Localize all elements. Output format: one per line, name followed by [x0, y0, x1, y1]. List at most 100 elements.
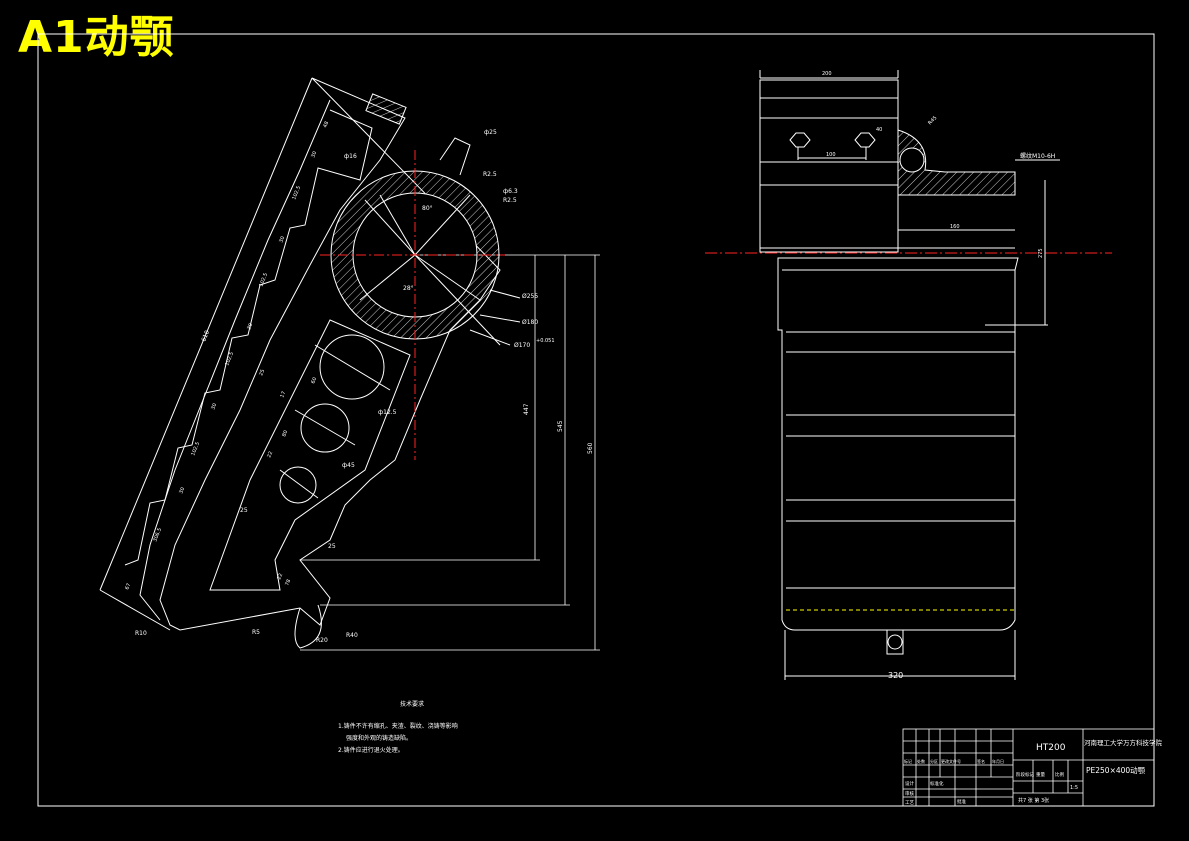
note-line-3: 2.铸件应进行退火处理。 — [338, 746, 404, 754]
dim-25b: 25 — [240, 507, 248, 514]
rib-cavity — [209, 319, 411, 591]
bearing-radials — [359, 194, 501, 346]
left-dim-11: 67 — [124, 583, 132, 591]
tb-row1-1: 处数 — [917, 758, 925, 764]
hole-1 — [319, 334, 385, 400]
rib-dim-5: 22 — [276, 573, 284, 581]
tb-row1-5: 年月日 — [992, 758, 1004, 764]
dim-r20: R20 — [316, 637, 328, 644]
tooth-steps — [124, 109, 373, 566]
dim-a80: 80° — [422, 205, 433, 212]
tb-part-name: PE250×400动颚 — [1086, 765, 1146, 775]
dim-thread: 螺纹M10-6H — [1020, 152, 1055, 160]
dim-phi45: ф45 — [342, 462, 355, 469]
dim-phi125: ф12.5 — [378, 409, 397, 416]
rib-dim-0: 25 — [258, 369, 266, 377]
left-dim-1: 30 — [310, 151, 318, 159]
boss-hole — [899, 147, 925, 173]
dim-a28: 28° — [403, 285, 414, 292]
left-dim-2: 102.5 — [291, 185, 302, 201]
dim-25a: 25 — [328, 543, 336, 550]
dim-r25a: R2.5 — [483, 171, 497, 178]
left-dim-4: 102.5 — [258, 272, 269, 288]
dim-r5: R5 — [252, 629, 260, 636]
dim-r10: R10 — [135, 630, 147, 637]
left-dim-3: 30 — [278, 236, 286, 244]
side-view — [99, 77, 600, 651]
jaw-back-edge — [99, 77, 313, 591]
tb-row-labels: 标记处数分区更改文件号签名年月日 — [904, 758, 1004, 764]
tb-scale-label: 比例 — [1055, 771, 1064, 778]
tb-approve: 批准 — [957, 798, 966, 805]
dim-phi16: ф16 — [344, 153, 357, 160]
tb-weight: 重量 — [1036, 771, 1045, 778]
top-block — [759, 79, 899, 253]
tb-row1-3: 更改文件号 — [941, 758, 961, 764]
dim-phi180: Ø180 — [522, 319, 538, 326]
dim-r25b: R2.5 — [503, 197, 517, 204]
left-dim-0: 48 — [322, 121, 330, 129]
title-block-text: HT200 河南理工大学万方科技学院 PE250×400动颚 1:5 共7 张 … — [930, 738, 1163, 805]
dim-r40: R40 — [346, 632, 358, 639]
notes-heading: 技术要求 — [400, 700, 424, 708]
sheet-title: A1动颚 — [18, 12, 175, 63]
dim-w320: 320 — [888, 671, 903, 680]
tb-row1-4: 签名 — [977, 758, 985, 764]
left-dim-5: 30 — [246, 323, 254, 331]
tb-material: HT200 — [1036, 743, 1066, 753]
dim-40: 40 — [876, 127, 882, 133]
dim-275: 275 — [1038, 248, 1044, 258]
tb-row2-0: 设计 — [905, 780, 914, 787]
dim-phi170-tol: +0.051 — [536, 338, 555, 344]
tb-school: 河南理工大学万方科技学院 — [1084, 738, 1163, 747]
rib-dim-1: 17 — [279, 391, 287, 399]
technical-notes: 技术要求 1.铸件不许有缩孔、夹渣、裂纹、浇铸等影响 强度和外观的铸造缺陷。 2… — [338, 700, 458, 754]
bolt-hole-2 — [854, 132, 876, 148]
sheet-border — [37, 33, 1155, 807]
dim-phi63: ф6.3 — [503, 188, 518, 195]
left-dim-10: 306.5 — [152, 527, 163, 543]
jaw-bottom-edge — [99, 589, 171, 631]
rib-dim-6: 78 — [284, 579, 292, 587]
left-dim-9: 30 — [178, 487, 186, 495]
left-dim-labels: 48 30 102.5 30 102.5 30 102.5 30 102.5 30 306.5 67 — [124, 121, 330, 591]
left-dim-7: 30 — [210, 403, 218, 411]
rib-dim-3: 22 — [266, 451, 274, 459]
tb-scale: 1:5 — [1070, 785, 1078, 791]
tb-row1-0: 标记 — [904, 758, 912, 764]
left-dim-6: 102.5 — [224, 351, 235, 367]
front-dim-text: 200 100 40 R45 螺纹M10-6H 160 275 320 — [822, 71, 1055, 680]
tb-sheet-info: 共7 张 第 3张 — [1018, 797, 1049, 804]
tb-std: 标准化 — [930, 780, 944, 787]
left-dim-8: 102.5 — [190, 441, 201, 457]
toe — [294, 604, 322, 649]
tb-row2-2: 工艺 — [905, 800, 914, 806]
dim-100: 100 — [826, 152, 836, 158]
dim-545: 545 — [557, 420, 564, 432]
oil-boss — [439, 137, 471, 176]
side-dim-text: ф25 ф16 R2.5 ф6.3 R2.5 Ø255 Ø180 Ø170 +0… — [135, 129, 594, 644]
dim-w200: 200 — [822, 71, 832, 77]
dim-phi170: Ø170 — [514, 342, 530, 349]
title-block — [902, 728, 1155, 807]
tb-stage: 阶段标记 — [1016, 771, 1034, 778]
tb-row2-1: 审核 — [905, 790, 914, 797]
lower-body — [777, 257, 1019, 631]
note-line-2: 强度和外观的铸造缺陷。 — [346, 734, 412, 742]
dim-447: 447 — [523, 403, 530, 415]
dim-160: 160 — [950, 224, 960, 230]
dim-560: 560 — [587, 442, 594, 454]
rib-dim-4: 80 — [281, 430, 289, 438]
boss-hatch — [897, 129, 1016, 196]
jaw-inner-edge — [139, 99, 331, 621]
note-line-1: 1.铸件不许有缩孔、夹渣、裂纹、浇铸等影响 — [338, 722, 458, 730]
hole-2 — [300, 403, 350, 453]
front-view — [705, 70, 1112, 680]
bolt-hole-1 — [789, 132, 811, 148]
dim-phi25: ф25 — [484, 129, 497, 136]
dim-610: 610 — [200, 329, 211, 342]
